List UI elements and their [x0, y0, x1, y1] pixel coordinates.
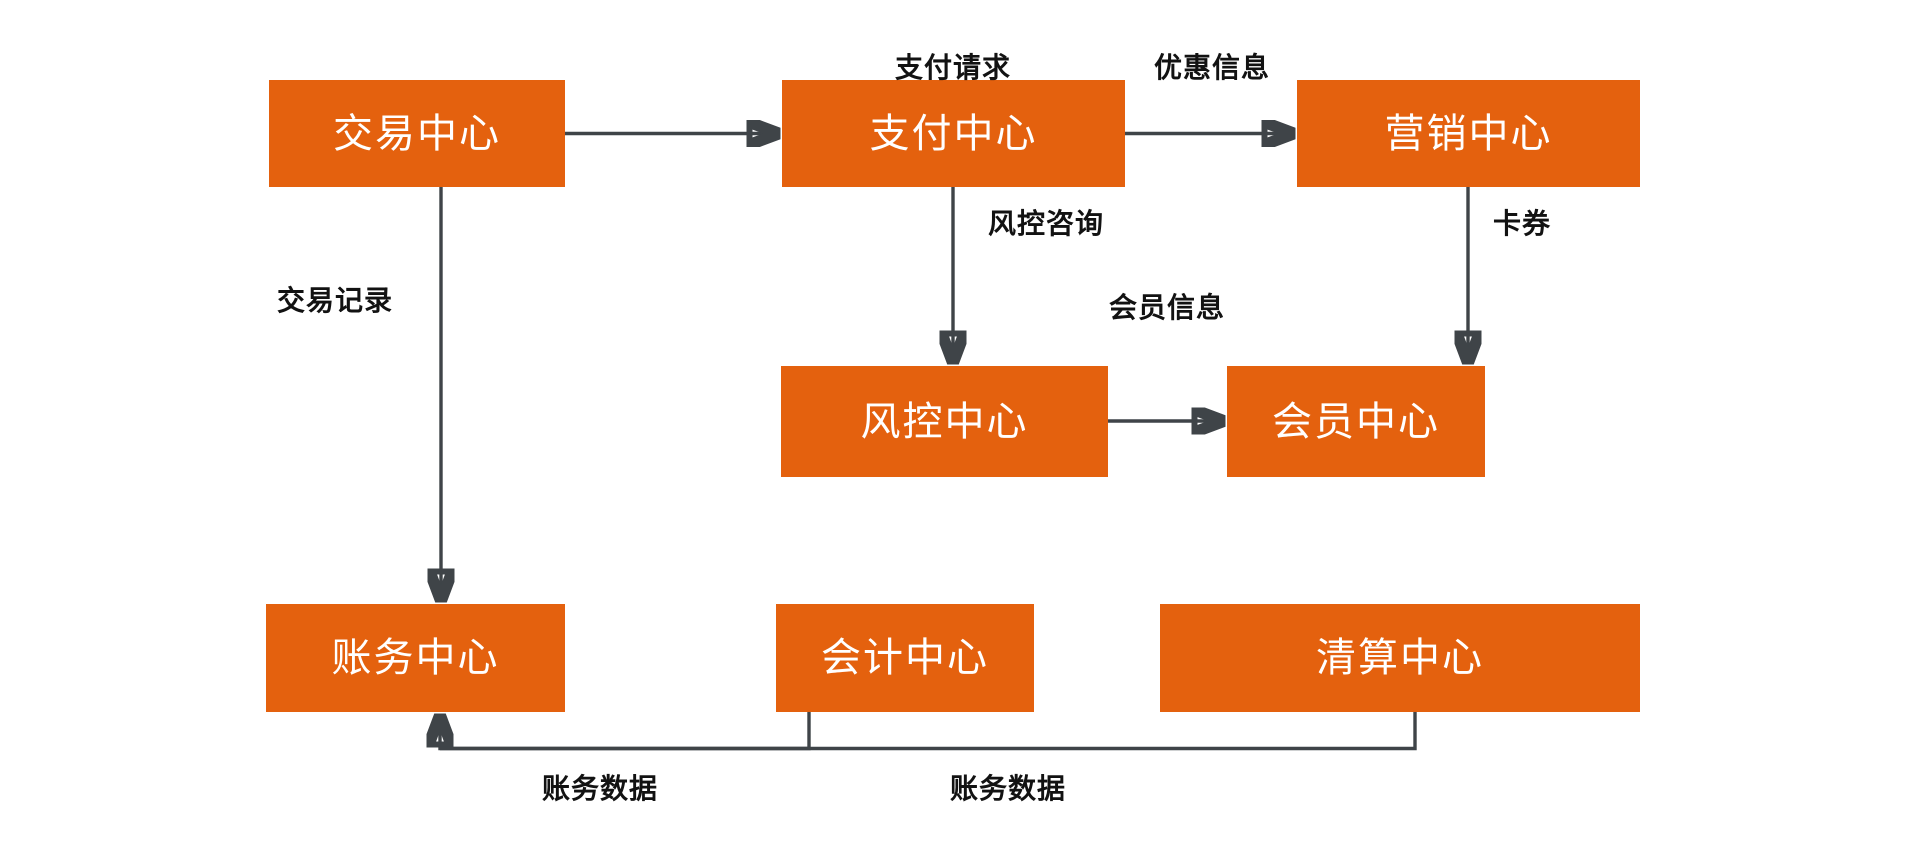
edge-label-text: 支付请求 [894, 52, 1012, 83]
edge-label-account-data-right: 账务数据 [950, 775, 1066, 803]
edge-label-payment-request: 支付请求 [895, 54, 1011, 82]
edge-label-text: 优惠信息 [1153, 52, 1271, 83]
node-accounting-center[interactable]: 会计中心 [776, 604, 1034, 712]
edge-label-text: 卡券 [1493, 208, 1552, 239]
node-label: 交易中心 [333, 111, 501, 156]
node-label: 账务中心 [331, 636, 500, 680]
edge-label-text: 账务数据 [949, 773, 1067, 804]
node-settlement-center[interactable]: 清算中心 [1160, 604, 1640, 712]
node-label: 清算中心 [1316, 636, 1484, 680]
edge-label-promotion-info: 优惠信息 [1154, 54, 1270, 82]
node-risk-center[interactable]: 风控中心 [781, 366, 1108, 477]
edge-label-text: 会员信息 [1108, 292, 1226, 323]
node-label: 风控中心 [860, 399, 1029, 444]
edge-label-account-data-left: 账务数据 [542, 775, 658, 803]
node-label: 会员中心 [1272, 399, 1440, 444]
edge-label-text: 账务数据 [541, 773, 659, 804]
edge-label-risk-consult: 风控咨询 [988, 210, 1104, 238]
node-trade-center[interactable]: 交易中心 [269, 80, 565, 187]
edge-label-text: 风控咨询 [988, 208, 1105, 239]
node-label: 支付中心 [869, 111, 1038, 156]
node-account-center[interactable]: 账务中心 [266, 604, 565, 712]
node-label: 营销中心 [1384, 111, 1553, 156]
node-payment-center[interactable]: 支付中心 [782, 80, 1125, 187]
edge-accounting-to-account [440, 712, 811, 751]
node-label: 会计中心 [821, 636, 989, 680]
edge-label-text: 交易记录 [277, 285, 394, 316]
edge-label-trade-record: 交易记录 [277, 287, 393, 315]
node-marketing-center[interactable]: 营销中心 [1297, 80, 1640, 187]
edge-label-member-info: 会员信息 [1109, 294, 1225, 322]
edge-label-coupon: 卡券 [1493, 210, 1551, 238]
node-member-center[interactable]: 会员中心 [1227, 366, 1485, 477]
edge-settlement-to-account [440, 712, 1417, 751]
